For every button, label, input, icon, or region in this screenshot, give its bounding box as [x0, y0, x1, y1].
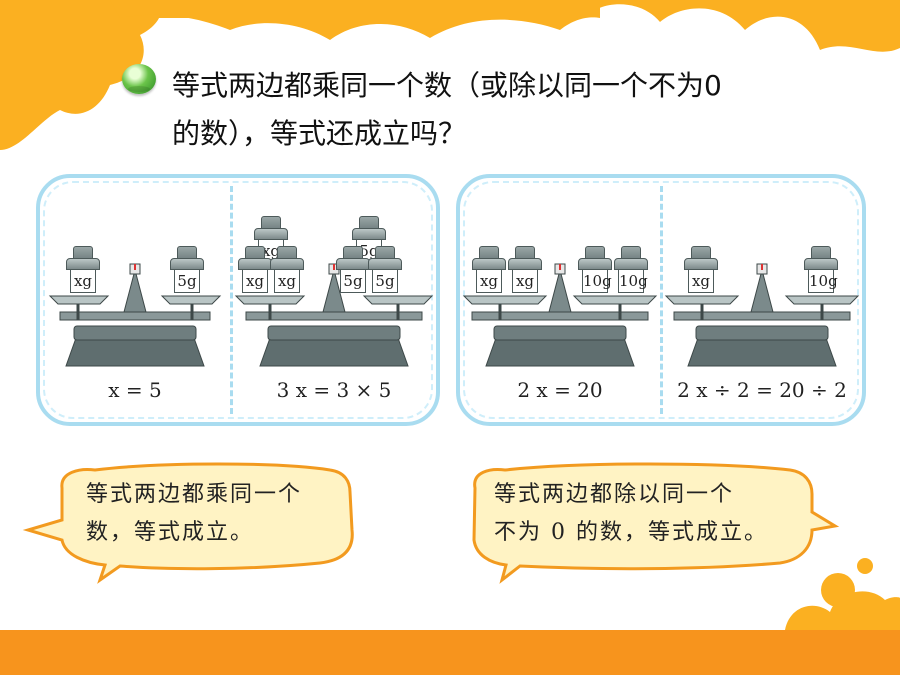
question-text: 等式两边都乘同一个数（或除以同一个不为0 的数），等式还成立吗？: [172, 62, 852, 158]
top-left-cloud: [0, 0, 162, 150]
orange-dot-large: [821, 573, 855, 607]
weight-x-bottom-right: xg: [270, 246, 304, 297]
panel-3x-equals-3x5: xg xg xg 5g 5g 5g 3 x = 3 × 5: [232, 178, 436, 422]
example-frame-divide: xg xg 10g 10g 2 x = 20: [456, 174, 866, 426]
equation-label: 2 x ÷ 2 = 20 ÷ 2: [677, 378, 847, 402]
weight-10g: 10g: [804, 246, 838, 297]
bubble-multiply-line-1: 等式两边都乘同一个: [86, 482, 303, 507]
panel-x-equals-5: xg 5g x = 5: [40, 178, 230, 422]
equation-label: 2 x = 20: [517, 378, 603, 402]
weight-10g-left: 10g: [578, 246, 612, 297]
panel-2x-equals-20: xg xg 10g 10g 2 x = 20: [460, 178, 660, 422]
weight-5g-bottom-right: 5g: [368, 246, 402, 297]
frame-divider: [230, 186, 233, 414]
panel-2x-div2-equals-20-div2: xg 10g 2 x ÷ 2 = 20 ÷ 2: [662, 178, 862, 422]
question-line-2: 的数），等式还成立吗？: [172, 117, 467, 150]
bubble-multiply-line-2: 数，等式成立。: [86, 520, 255, 545]
bubble-divide-text: 等式两边都除以同一个 不为 0 的数，等式成立。: [494, 476, 768, 552]
bubble-multiply-shape: [22, 462, 354, 584]
bottom-band: [0, 630, 900, 675]
weight-x-bottom-left: xg: [238, 246, 272, 297]
balance-scale-icon: [48, 263, 222, 367]
green-bullet-icon: [122, 64, 156, 94]
weight-x-right: xg: [508, 246, 542, 297]
frame-divider: [660, 186, 663, 414]
orange-dot-small: [857, 558, 873, 574]
bubble-divide-line-2: 不为 0 的数，等式成立。: [494, 520, 768, 545]
weight-x-left: xg: [472, 246, 506, 297]
weight-5g-bottom-left: 5g: [336, 246, 370, 297]
weight-x: xg: [684, 246, 718, 297]
weight-5g: 5g: [170, 246, 204, 297]
question-line-1: 等式两边都乘同一个数（或除以同一个不为0: [172, 69, 722, 102]
bottom-right-cloud: [785, 591, 900, 630]
example-frame-multiply: xg 5g x = 5 xg xg: [36, 174, 440, 426]
equation-label: x = 5: [108, 378, 162, 402]
bubble-divide-line-1: 等式两边都除以同一个: [494, 482, 735, 507]
weight-x: xg: [66, 246, 100, 297]
balance-scale-icon: [234, 263, 434, 367]
weight-10g-right: 10g: [614, 246, 648, 297]
balance-scale-icon: [462, 263, 658, 367]
bubble-multiply-text: 等式两边都乘同一个 数，等式成立。: [86, 476, 302, 552]
equation-label: 3 x = 3 × 5: [276, 378, 392, 402]
bubble-divide-shape: [472, 462, 840, 584]
balance-scale-icon: [664, 263, 860, 367]
